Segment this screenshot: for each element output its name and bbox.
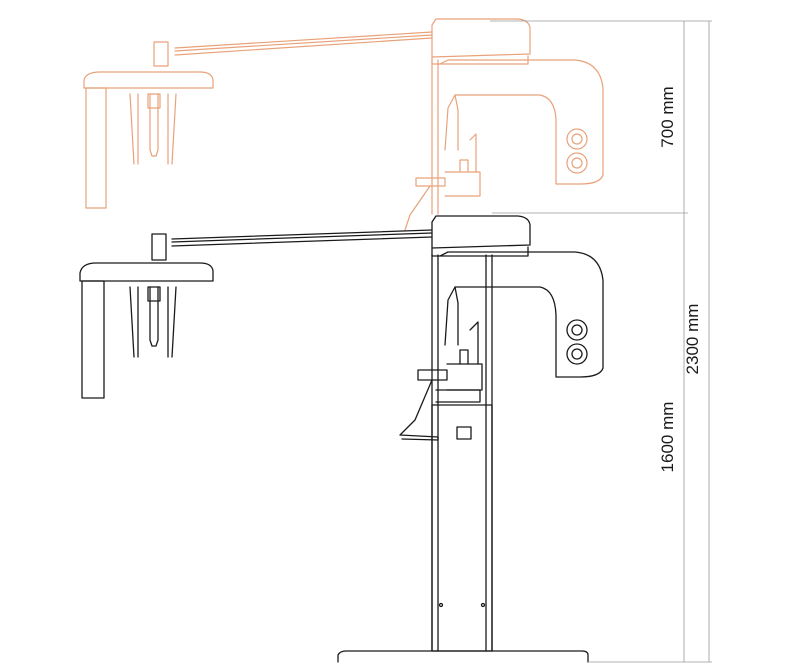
raised-chin-rest xyxy=(404,133,481,231)
column xyxy=(431,254,493,652)
c-arm xyxy=(439,251,604,378)
dimension-label-1600: 1600 mm xyxy=(658,402,677,473)
raised-c-arm xyxy=(439,59,604,185)
cephalostat xyxy=(79,262,214,399)
dimension-label-700: 700 mm xyxy=(658,86,677,147)
raised-top-head xyxy=(431,18,531,65)
chin-rest xyxy=(399,321,483,441)
raised-boom-arm xyxy=(153,31,433,67)
raised-cephalostat xyxy=(83,71,214,209)
top-head xyxy=(431,215,531,257)
raised-position-outline xyxy=(83,18,604,231)
raised-column xyxy=(431,59,439,215)
dimension-lines xyxy=(490,20,712,663)
dimension-label-2300: 2300 mm xyxy=(683,304,702,375)
lowered-position-outline xyxy=(79,215,604,663)
base-plate xyxy=(337,650,589,663)
boom-arm xyxy=(151,229,433,261)
